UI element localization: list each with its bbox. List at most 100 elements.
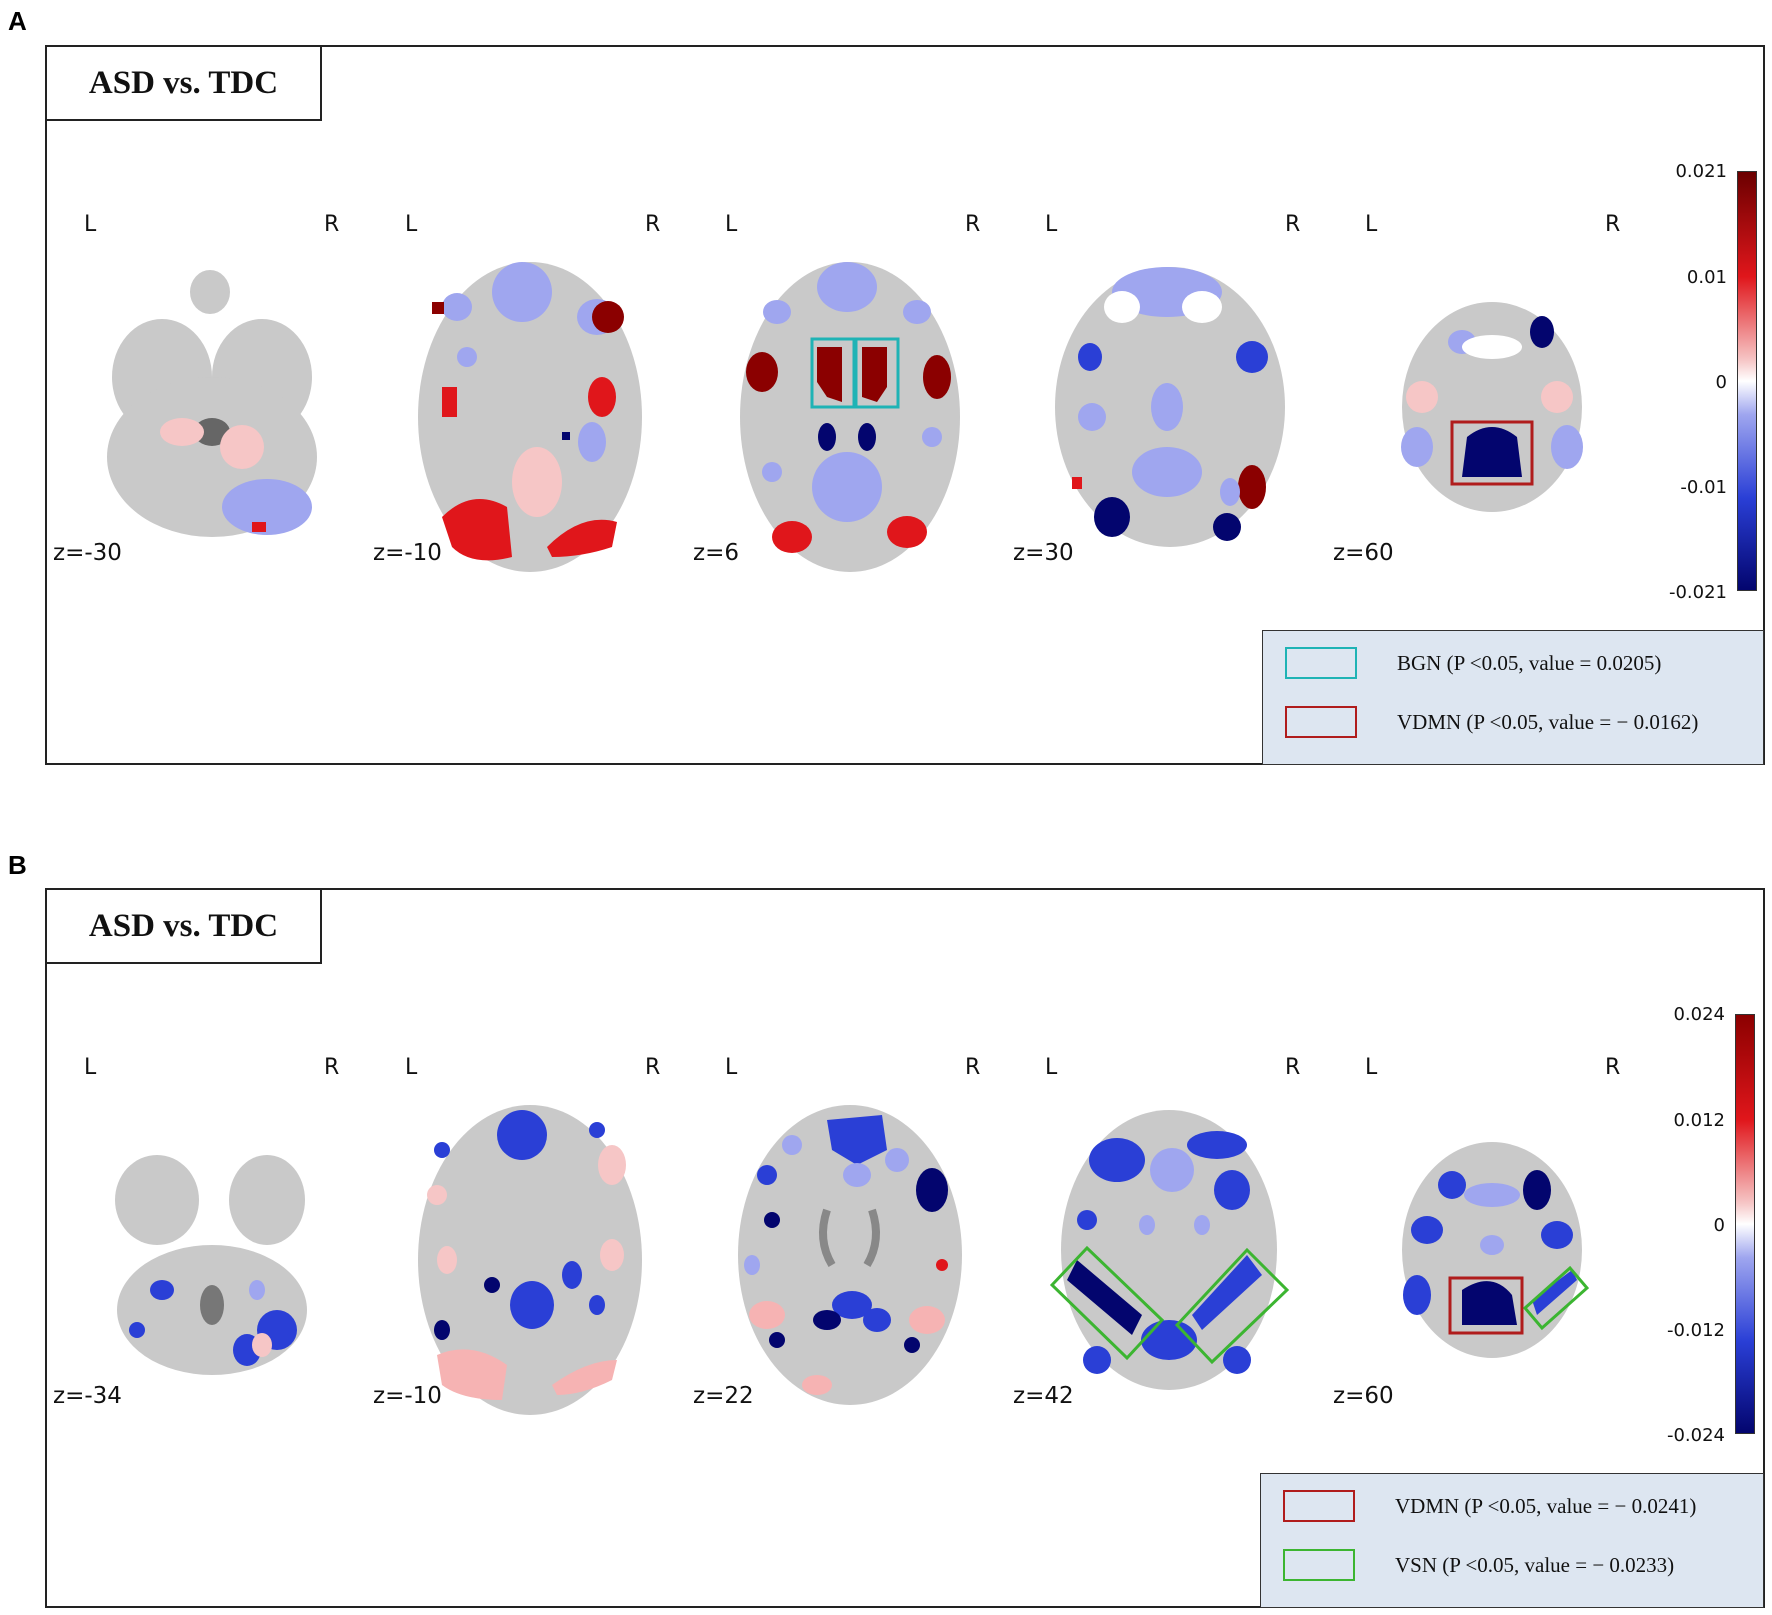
brain-slice-z-34 — [115, 1155, 307, 1375]
brain-outline — [1402, 302, 1582, 512]
slice-label: z=6 — [693, 540, 739, 566]
activation-navy — [434, 1320, 450, 1340]
activation-light-blue — [492, 262, 552, 322]
activation-blue — [863, 1308, 891, 1332]
activation-pink — [552, 1360, 617, 1395]
temporal-lobe-right — [229, 1155, 305, 1245]
panel-b-title: ASD vs. TDC — [47, 890, 322, 964]
fourth-ventricle — [200, 1285, 224, 1325]
activation-navy — [769, 1332, 785, 1348]
legend-item: VDMN (P <0.05, value = − 0.0162) — [1285, 705, 1698, 739]
activation-light-blue — [812, 452, 882, 522]
activation-light-blue — [457, 347, 477, 367]
activation-dark-red — [862, 347, 887, 402]
activation-red — [887, 516, 927, 548]
vdmn-roi-box — [1448, 1276, 1524, 1335]
left-label: L — [725, 212, 738, 237]
activation-light-blue — [1401, 427, 1433, 467]
activation-light-blue — [1132, 447, 1202, 497]
right-label: R — [324, 1055, 340, 1080]
legend-swatch-vsn — [1283, 1549, 1355, 1581]
left-label: L — [84, 1055, 97, 1080]
right-label: R — [1285, 1055, 1301, 1080]
activation-pink — [220, 425, 264, 469]
colorbar-tick-zero: 0 — [1713, 1215, 1725, 1236]
slice-label: z=-30 — [53, 540, 122, 566]
activation-pink — [427, 1185, 447, 1205]
right-label: R — [965, 1055, 981, 1080]
activation-dark-red — [1238, 465, 1266, 509]
activation-blue — [1541, 1221, 1573, 1249]
legend-box: VDMN (P <0.05, value = − 0.0241) VSN (P … — [1260, 1473, 1764, 1608]
brain-slice-z30 — [1055, 267, 1285, 547]
activation-navy — [562, 432, 570, 440]
activation-dark-red — [923, 355, 951, 399]
activation-navy — [858, 423, 876, 451]
activation-light-blue — [249, 1280, 265, 1300]
brain-slice-z60 — [1401, 302, 1583, 512]
activation-pink — [252, 1333, 272, 1357]
activation-light-blue — [1194, 1215, 1210, 1235]
activation-blue — [129, 1322, 145, 1338]
activation-blue — [434, 1142, 450, 1158]
activation-pink — [598, 1145, 626, 1185]
activation-white — [1104, 291, 1140, 323]
colorbar-tick-lower: -0.012 — [1666, 1320, 1725, 1341]
left-label: L — [1045, 212, 1058, 237]
activation-pink — [437, 1349, 507, 1400]
activation-navy — [1462, 427, 1522, 477]
right-label: R — [1605, 1055, 1621, 1080]
brain-outline — [738, 1105, 962, 1405]
colorbar-tick-max: 0.024 — [1673, 1004, 1725, 1025]
activation-navy — [1462, 1281, 1517, 1325]
left-label: L — [84, 212, 97, 237]
colorbar-tick-min: -0.024 — [1666, 1425, 1725, 1446]
right-label: R — [1285, 212, 1301, 237]
activation-blue — [1187, 1131, 1247, 1159]
panel-a-title: ASD vs. TDC — [47, 47, 322, 121]
panel-b: ASD vs. TDC L R L R L R L R L R — [45, 888, 1765, 1608]
legend-swatch-vdmn — [1285, 706, 1357, 738]
left-label: L — [1365, 212, 1378, 237]
activation-blue — [562, 1261, 582, 1289]
activation-red — [588, 377, 616, 417]
lateral-ventricle-left — [819, 1208, 836, 1268]
right-label: R — [965, 212, 981, 237]
left-label: L — [725, 1055, 738, 1080]
activation-blue — [497, 1110, 547, 1160]
activation-dark-red — [432, 302, 444, 314]
activation-light-blue — [762, 462, 782, 482]
left-label: L — [405, 212, 418, 237]
activation-red — [936, 1259, 948, 1271]
slice-label: z=30 — [1013, 540, 1074, 566]
activation-light-blue — [744, 1255, 760, 1275]
colorbar — [1735, 1014, 1755, 1434]
activation-pink — [512, 447, 562, 517]
activation-blue — [1077, 1210, 1097, 1230]
activation-blue — [1083, 1346, 1111, 1374]
brain-slice-z-10 — [418, 262, 642, 572]
left-label: L — [1365, 1055, 1378, 1080]
activation-light-blue — [1150, 1148, 1194, 1192]
legend-label: VSN (P <0.05, value = − 0.0233) — [1395, 1552, 1675, 1577]
activation-blue — [1403, 1275, 1431, 1315]
activation-blue — [757, 1165, 777, 1185]
colorbar-tick-upper: 0.012 — [1673, 1110, 1725, 1131]
temporal-lobe-left — [115, 1155, 199, 1245]
legend-item: BGN (P <0.05, value = 0.0205) — [1285, 646, 1661, 680]
activation-light-blue — [1551, 425, 1583, 469]
brain-slice-z-10 — [418, 1105, 642, 1415]
activation-light-blue — [442, 293, 472, 321]
colorbar-tick-max: 0.021 — [1675, 161, 1727, 182]
activation-navy — [904, 1337, 920, 1353]
legend-item: VSN (P <0.05, value = − 0.0233) — [1283, 1548, 1674, 1582]
activation-blue — [1089, 1138, 1145, 1182]
fourth-ventricle — [194, 418, 230, 446]
activation-blue — [832, 1291, 872, 1319]
slice-label: z=-10 — [373, 1383, 442, 1409]
activation-pink — [1541, 381, 1573, 413]
activation-red — [1072, 477, 1082, 489]
activation-light-blue — [1480, 1235, 1504, 1255]
activation-blue — [150, 1280, 174, 1300]
activation-red — [772, 521, 812, 553]
